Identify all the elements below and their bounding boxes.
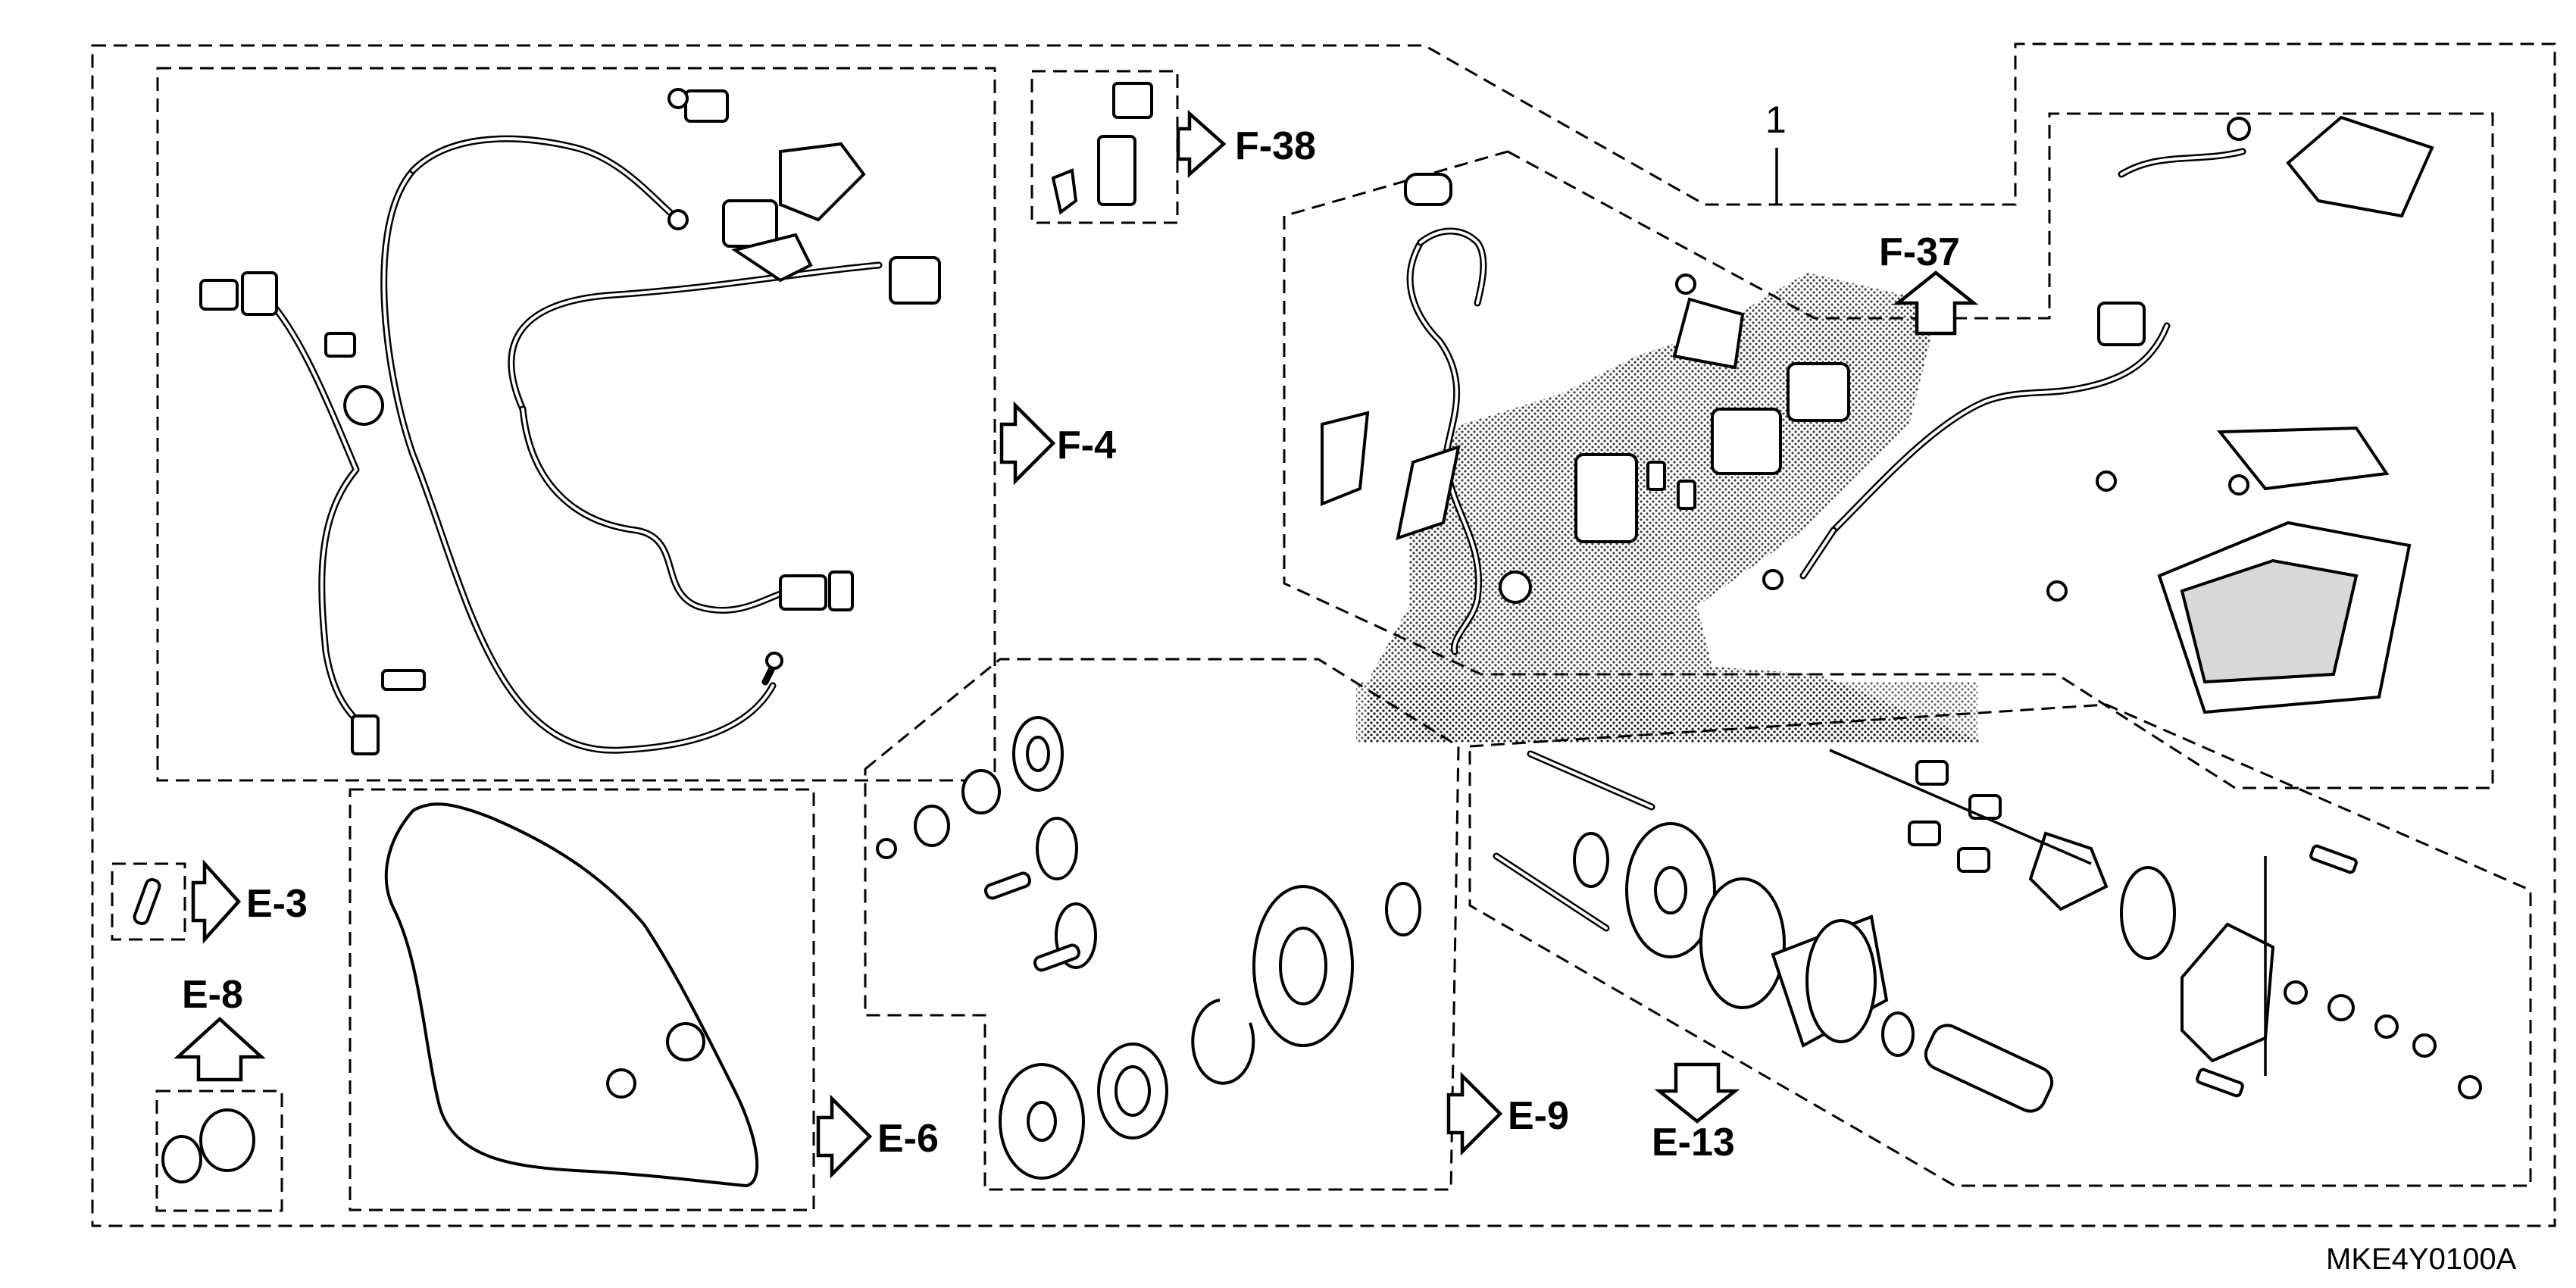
starter-end-cover [2181, 922, 2482, 1099]
terminal-lead [761, 652, 783, 686]
starter-motor-bolt [1493, 750, 1655, 932]
battery-cable [2097, 117, 2251, 346]
ref-arrow-f38[interactable]: F-38 [1176, 109, 1316, 179]
svg-text:E-8: E-8 [182, 973, 243, 1017]
kit-outer-boundary [91, 42, 2556, 1227]
harness-connector [779, 571, 854, 611]
callout-number: 1 [1765, 98, 1787, 141]
starter-motor [1573, 822, 2054, 1113]
harness-group-box [156, 67, 996, 782]
battery-band [2286, 115, 2434, 218]
svg-text:E-13: E-13 [1652, 1121, 1735, 1165]
ref-arrow-e13[interactable]: E-13 [1652, 1062, 1740, 1165]
nut-group-box [155, 1089, 283, 1212]
brush-holder [1908, 760, 2176, 960]
ref-arrow-e3[interactable]: E-3 [191, 859, 308, 944]
fuse-clip [1646, 461, 1696, 510]
watermark-band [1356, 682, 1977, 742]
ref-arrow-e9[interactable]: E-9 [1446, 1071, 1569, 1156]
dowel-pin [133, 877, 161, 926]
ref-arrow-f37[interactable]: F-37 [1879, 230, 1979, 336]
connector-part [1051, 82, 1153, 215]
pin-group-box [111, 862, 186, 941]
svg-text:E-3: E-3 [246, 882, 308, 926]
gasket-group-box [349, 788, 815, 1211]
lock-nut [161, 1108, 255, 1183]
harness-clip [324, 332, 426, 691]
ref-arrow-e6[interactable]: E-6 [816, 1094, 939, 1179]
dowel-pin [983, 871, 1081, 972]
drawing-code: MKE4Y0100A [2326, 1243, 2517, 1276]
relay-cover [1321, 411, 1461, 540]
battery-box [2157, 521, 2412, 714]
gear-group-box [864, 658, 1460, 1191]
harness-connector [199, 271, 278, 316]
bolt [2196, 844, 2358, 1098]
starter-clutch [999, 999, 1255, 1180]
svg-text:F-38: F-38 [1235, 124, 1316, 168]
ref-arrow-f4[interactable]: F-4 [999, 401, 1116, 486]
svg-text:E-9: E-9 [1508, 1094, 1569, 1138]
harness-connector [351, 714, 380, 755]
ref-arrow-e8[interactable]: E-8 [174, 973, 266, 1082]
main-wire-harness [254, 135, 883, 754]
bolt [876, 838, 897, 859]
svg-text:E-6: E-6 [877, 1117, 939, 1161]
relay-group-box [1283, 112, 2494, 789]
battery-pad [2216, 426, 2390, 491]
svg-text:F-37: F-37 [1879, 230, 1960, 274]
leader-line [1829, 749, 2092, 865]
starter-gear [914, 716, 1421, 1047]
bolt [1675, 274, 2249, 602]
grommet [1404, 173, 1532, 604]
svg-text:F-4: F-4 [1057, 424, 1116, 467]
starter-group-box [1468, 703, 2532, 1187]
crankcase-gasket [384, 802, 759, 1188]
starter-relay [1574, 297, 1850, 543]
switch-bracket [667, 88, 941, 305]
